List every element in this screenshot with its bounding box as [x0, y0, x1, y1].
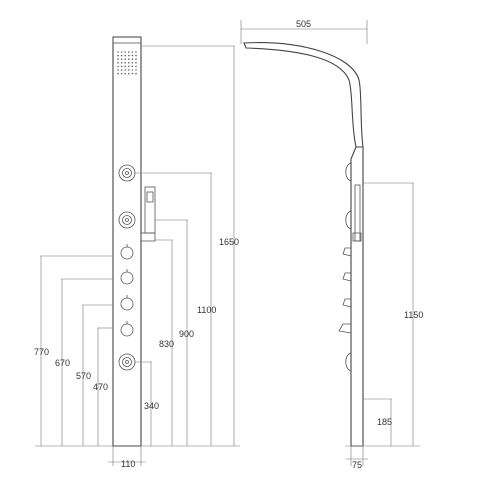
nozzle-dot	[124, 69, 126, 71]
nozzle-dot	[124, 54, 126, 57]
nozzle-dot	[135, 54, 137, 57]
nozzle-dot	[117, 72, 119, 75]
dim-valve-4-height: 470	[93, 382, 108, 392]
nozzle-dot	[131, 51, 134, 53]
nozzle-dot	[135, 65, 137, 68]
nozzle-dot	[117, 58, 119, 60]
side-valve-4	[338, 323, 352, 334]
side-valve-1	[342, 247, 352, 257]
nozzle-dot	[135, 58, 137, 60]
nozzle-dot	[120, 69, 123, 71]
nozzle-dot	[131, 72, 134, 75]
nozzle-dot	[124, 58, 126, 60]
nozzle-dot	[131, 54, 134, 57]
nozzle-dot	[128, 65, 130, 68]
hand-shower	[140, 186, 156, 242]
front-dimension-lines	[35, 45, 240, 466]
nozzle-dot	[120, 51, 123, 53]
nozzle-dot	[135, 62, 137, 64]
front-panel-top-cap	[112, 36, 142, 44]
front-panel-outline	[112, 36, 142, 447]
valve-knob-3	[120, 295, 134, 311]
body-jet-middle	[118, 211, 136, 229]
side-hand-shower-clip	[352, 232, 362, 242]
valve-knob-1	[120, 244, 134, 260]
rain-shower-head	[117, 51, 137, 75]
nozzle-dot	[124, 65, 126, 68]
dim-panel-width: 110	[121, 459, 135, 469]
nozzle-dot	[120, 54, 123, 57]
nozzle-dot	[135, 51, 137, 53]
nozzle-dot	[128, 58, 130, 60]
body-jet-upper	[118, 164, 136, 182]
dim-panel-depth: 75	[352, 460, 362, 470]
dim-total-height: 1650	[219, 237, 239, 247]
side-jet-middle	[345, 210, 352, 230]
valve-knob-2	[120, 269, 134, 285]
nozzle-dot	[120, 72, 123, 75]
nozzle-dot	[131, 65, 134, 68]
valve-knob-4	[120, 321, 134, 337]
dim-valve-3-height: 570	[76, 371, 91, 381]
nozzle-dot	[128, 54, 130, 57]
side-view	[240, 20, 420, 466]
dim-top-width: 505	[296, 19, 311, 29]
dim-side-lower-height: 185	[377, 417, 392, 427]
side-jet-lower	[345, 352, 352, 372]
nozzle-dot	[117, 69, 119, 71]
nozzle-dot	[124, 51, 126, 53]
dim-side-upper-height: 1150	[404, 310, 423, 320]
nozzle-dot	[128, 51, 130, 53]
nozzle-dot	[117, 51, 119, 53]
nozzle-dot	[117, 54, 119, 57]
nozzle-dot	[131, 62, 134, 64]
nozzle-dot	[135, 72, 137, 75]
side-panel-outline	[350, 146, 364, 447]
dim-hand-shower-height: 900	[179, 329, 194, 339]
nozzle-dot	[128, 69, 130, 71]
dim-holder-height: 830	[159, 339, 174, 349]
nozzle-dot	[124, 72, 126, 75]
dim-jet-lower-height: 340	[144, 401, 159, 411]
side-valve-3	[342, 298, 352, 308]
dim-valve-1-height: 770	[34, 347, 49, 357]
nozzle-dot	[124, 62, 126, 64]
side-valve-2	[342, 272, 352, 282]
side-jet-upper	[345, 162, 352, 182]
dim-valve-2-height: 670	[55, 358, 70, 368]
front-view	[112, 36, 156, 447]
nozzle-dot	[128, 72, 130, 75]
nozzle-dot	[117, 65, 119, 68]
nozzle-dot	[120, 62, 123, 64]
nozzle-dot	[120, 58, 123, 60]
body-jet-lower	[118, 353, 136, 371]
nozzle-dot	[128, 62, 130, 64]
nozzle-dot	[135, 69, 137, 71]
nozzle-dot	[131, 69, 134, 71]
dim-jet-upper-height: 1100	[197, 305, 216, 315]
nozzle-dot	[120, 65, 123, 68]
nozzle-dot	[131, 58, 134, 60]
side-shower-arm	[243, 42, 364, 148]
nozzle-dot	[117, 62, 119, 64]
